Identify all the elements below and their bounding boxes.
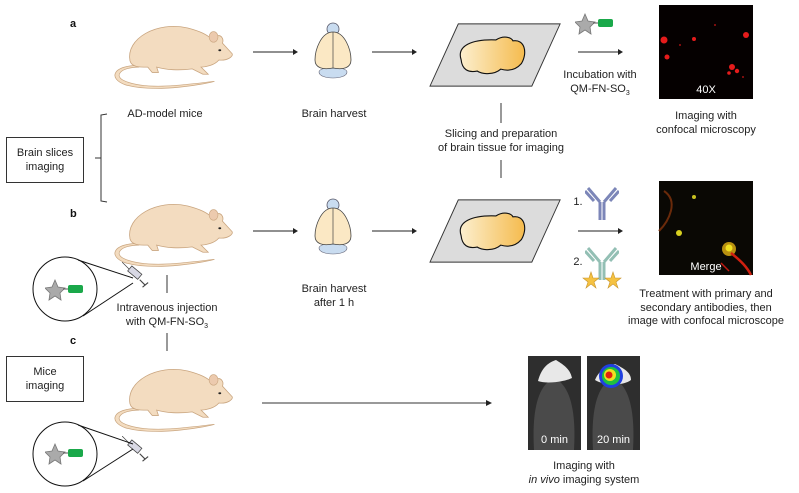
harvest-line-1: Brain harvest xyxy=(301,283,367,295)
connector-line-top xyxy=(500,103,502,123)
arrow-c xyxy=(262,400,492,406)
in-vivo-image-0-min: 0 min xyxy=(528,356,581,450)
imaging-line-1: Imaging with xyxy=(675,110,737,122)
connector-line-bottom xyxy=(500,160,502,178)
injection-line-2: with QM-FN-SO xyxy=(125,315,205,328)
arrow-b2 xyxy=(372,228,417,234)
bracket xyxy=(95,113,108,203)
treatment-line-1: Treatment with primary and xyxy=(639,288,773,300)
panel-label-a: a xyxy=(70,18,77,30)
arrow-a2 xyxy=(372,49,417,55)
in-vivo-imaging-label: Imaging with in vivo imaging system xyxy=(520,460,648,487)
treatment-line-2: secondary antibodies, then xyxy=(640,301,772,314)
brain-slice-slide-b xyxy=(428,198,564,264)
merge-signal-spots xyxy=(658,190,753,276)
box-line-1: Mice xyxy=(33,366,57,378)
box-line-2: imaging xyxy=(25,380,65,392)
harvest-line-2: after 1 h xyxy=(313,296,355,309)
brain-illustration-b xyxy=(313,196,353,262)
incubation-line-2: QM-FN-SO xyxy=(570,82,626,95)
probe-icon-b xyxy=(45,279,85,303)
brain-slice-slide-a xyxy=(428,22,564,88)
panel-label-c: c xyxy=(70,335,77,347)
box-line-2: imaging xyxy=(25,161,65,173)
arrow-b3 xyxy=(578,228,623,234)
slicing-line-1: Slicing and preparation xyxy=(444,128,558,140)
confocal-micrograph-40x: 40X xyxy=(659,5,753,99)
confocal-imaging-label: Imaging with confocal microscopy xyxy=(650,110,762,137)
merge-label: Merge xyxy=(690,261,722,273)
incubation-label: Incubation with QM-FN-SO3 xyxy=(555,69,645,100)
mice-imaging-box: Mice imaging xyxy=(6,356,84,402)
magnifier-callout-c xyxy=(32,421,134,487)
brain-slices-imaging-box: Brain slices imaging xyxy=(6,137,84,183)
brain-harvest-label-a: Brain harvest xyxy=(301,108,367,120)
in-vivo-image-20-min: 20 min xyxy=(587,356,640,450)
probe-icon-c xyxy=(45,443,85,467)
treatment-line-3: image with confocal microscope xyxy=(628,315,784,327)
imaging-line-2: confocal microscopy xyxy=(656,123,756,136)
ad-model-mice-label: AD-model mice xyxy=(127,108,203,120)
confocal-micrograph-merge: Merge xyxy=(658,181,753,276)
injection-line-1: Intravenous injection xyxy=(116,302,218,314)
box-line-1: Brain slices xyxy=(16,147,74,159)
brain-harvest-after-label: Brain harvest after 1 h xyxy=(295,283,373,310)
connector-line-b2 xyxy=(166,333,168,351)
mouse-silhouette-20 xyxy=(587,356,640,450)
invivo-line-1: Imaging with xyxy=(553,460,615,472)
arrow-b1 xyxy=(253,228,298,234)
slicing-preparation-label: Slicing and preparation of brain tissue … xyxy=(430,128,572,155)
primary-antibody-icon xyxy=(585,180,619,220)
step-2-label: 2. xyxy=(573,256,583,268)
antibody-treatment-label: Treatment with primary and secondary ant… xyxy=(618,288,794,329)
mouse-illustration-a xyxy=(95,12,245,92)
brain-illustration-a xyxy=(313,20,353,86)
time-label-20: 20 min xyxy=(596,434,631,446)
mouse-silhouette-0 xyxy=(528,356,581,450)
probe-icon-a xyxy=(575,13,615,37)
intravenous-injection-label: Intravenous injection with QM-FN-SO3 xyxy=(108,302,226,333)
subscript: 3 xyxy=(204,322,209,330)
connector-line-b1 xyxy=(166,275,168,293)
magnification-label: 40X xyxy=(696,84,716,96)
invivo-italic: in vivo xyxy=(528,473,560,486)
step-1-label: 1. xyxy=(573,196,583,208)
arrow-a1 xyxy=(253,49,298,55)
subscript: 3 xyxy=(625,89,630,97)
slicing-line-2: of brain tissue for imaging xyxy=(438,141,564,154)
arrow-a3 xyxy=(578,49,623,55)
invivo-line-2: imaging system xyxy=(559,473,640,486)
incubation-line-1: Incubation with xyxy=(563,69,637,81)
panel-label-b: b xyxy=(70,208,77,220)
red-signal-spots xyxy=(660,24,749,78)
secondary-star-icons xyxy=(582,271,622,289)
time-label-0: 0 min xyxy=(541,434,568,446)
